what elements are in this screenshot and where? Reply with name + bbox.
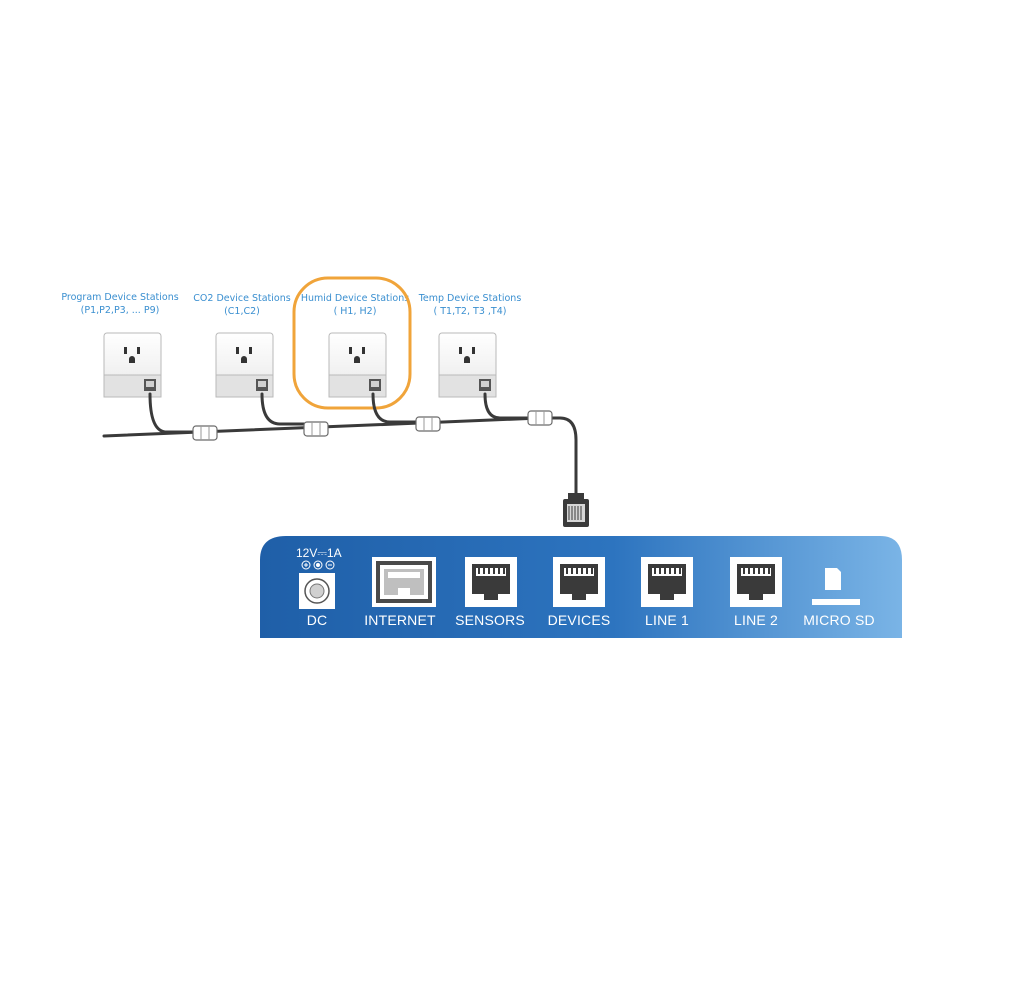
station-title: CO2 Device Stations: [193, 293, 291, 304]
station-codes: ( T1,T2, T3 ,T4): [433, 306, 507, 317]
cable-coupler: [415, 416, 441, 432]
station-device-humid: [328, 332, 387, 398]
polarity-icon: [301, 560, 335, 570]
station-title: Program Device Stations: [61, 292, 179, 303]
station-label-co2: CO2 Device Stations (C1,C2): [167, 292, 317, 318]
cable-coupler: [527, 410, 553, 426]
station-codes: (P1,P2,P3, ... P9): [80, 305, 160, 316]
station-label-temp: Temp Device Stations ( T1,T2, T3 ,T4): [395, 292, 545, 318]
power-spec: 12V⎓1A: [296, 546, 342, 560]
rj-plug-icon: [563, 493, 589, 527]
port-label-devices: DEVICES: [547, 612, 611, 628]
station-title: Temp Device Stations: [418, 293, 522, 304]
port-label-line2: LINE 2: [734, 612, 778, 628]
station-title: Humid Device Stations: [300, 293, 410, 304]
highlight-ring: [292, 276, 412, 410]
station-device-program: [103, 332, 162, 398]
cable-coupler: [192, 425, 218, 441]
line2-port-icon: [730, 557, 782, 607]
devices-port-icon: [553, 557, 605, 607]
port-label-micro-sd: MICRO SD: [803, 612, 875, 628]
port-label-sensors: SENSORS: [455, 612, 525, 628]
station-codes: (C1,C2): [224, 306, 260, 317]
micro-sd-icon: [812, 568, 860, 605]
port-label-dc: DC: [306, 612, 328, 628]
station-device-co2: [215, 332, 274, 398]
sensors-port-icon: [465, 557, 517, 607]
line1-port-icon: [641, 557, 693, 607]
station-device-temp: [438, 332, 497, 398]
station-label-program: Program Device Stations (P1,P2,P3, ... P…: [45, 291, 195, 317]
dc-jack-icon: [299, 573, 335, 609]
ethernet-port-icon: [372, 557, 436, 607]
station-label-humid: Humid Device Stations ( H1, H2): [280, 292, 430, 318]
port-label-line1: LINE 1: [645, 612, 689, 628]
cable-coupler: [303, 421, 329, 437]
port-label-internet: INTERNET: [364, 612, 436, 628]
station-codes: ( H1, H2): [333, 306, 377, 317]
